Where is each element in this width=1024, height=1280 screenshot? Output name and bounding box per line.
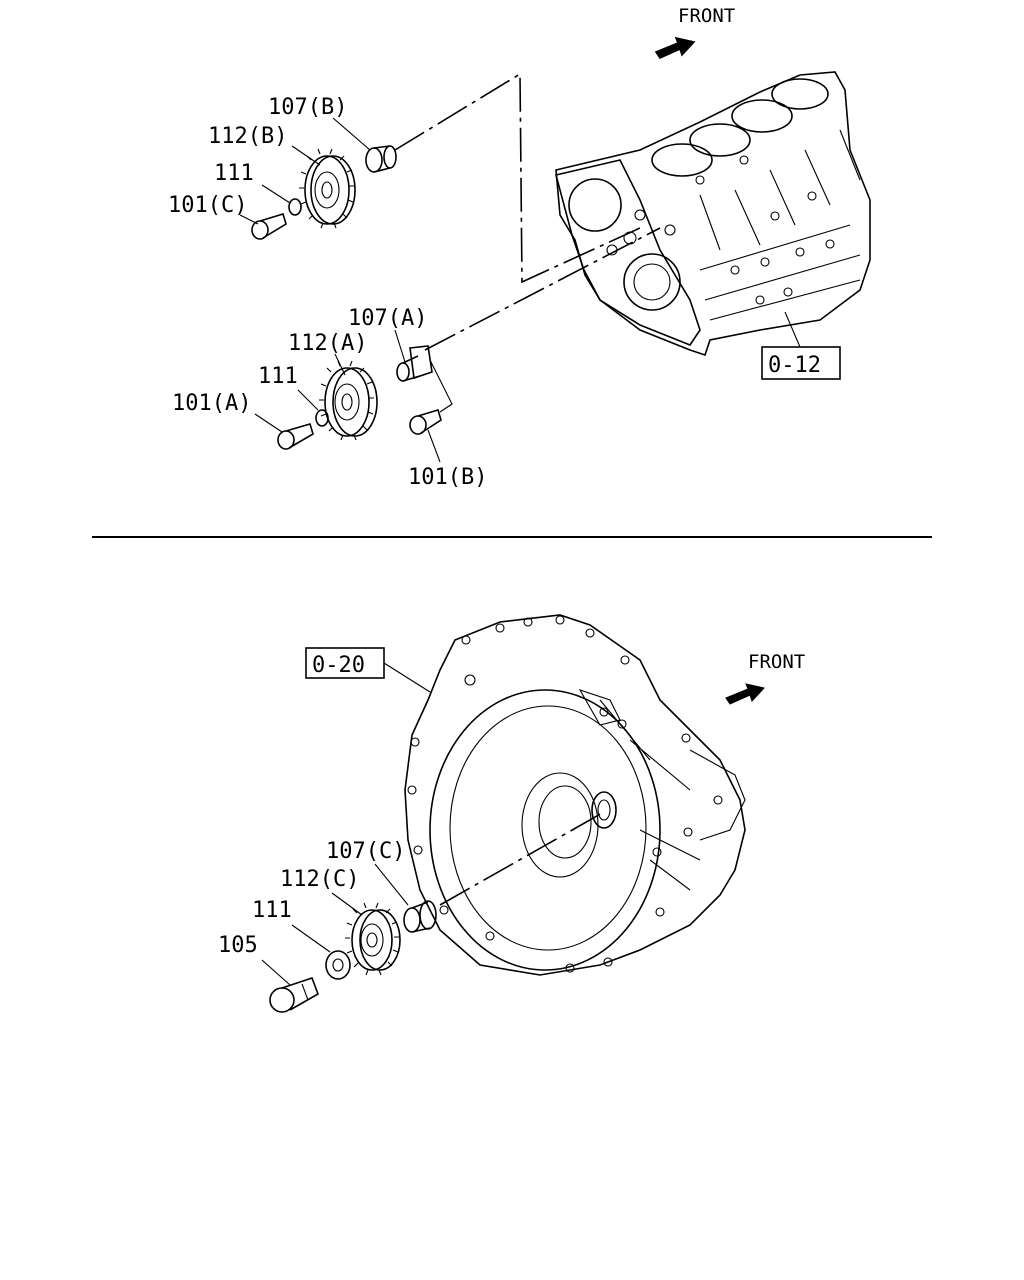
top-section: FRONT bbox=[168, 5, 871, 490]
leader-105 bbox=[261, 959, 291, 986]
front-arrow-top-icon bbox=[654, 36, 696, 60]
callout-105: 105 bbox=[218, 933, 258, 958]
leader-112a bbox=[334, 353, 346, 376]
leader-101b bbox=[427, 429, 441, 463]
front-arrow-bottom-icon bbox=[725, 683, 765, 705]
washer-111-mid bbox=[315, 409, 329, 427]
callout-101c: 101(C) bbox=[168, 193, 247, 218]
assembly-line-a bbox=[424, 227, 661, 351]
assembly-line-b bbox=[394, 72, 641, 284]
leader-0-20 bbox=[383, 662, 431, 693]
leader-107c bbox=[374, 863, 409, 906]
callout-107b: 107(B) bbox=[268, 95, 347, 120]
callout-101b: 101(B) bbox=[408, 465, 487, 490]
ref-box-0-20-label: 0-20 bbox=[312, 653, 365, 678]
leader-0-12 bbox=[784, 311, 801, 348]
shaft-107a bbox=[396, 345, 433, 382]
leader-101a bbox=[254, 413, 283, 433]
callout-111-bottom: 111 bbox=[252, 898, 292, 923]
shaft-107c bbox=[403, 900, 437, 933]
leader-112c bbox=[331, 892, 363, 916]
ref-box-0-12 bbox=[761, 346, 841, 380]
bolt-101c bbox=[251, 213, 287, 240]
leader-107a bbox=[394, 329, 406, 363]
gear-112a bbox=[319, 360, 378, 441]
callout-107c: 107(C) bbox=[326, 839, 405, 864]
leader-111-bottom bbox=[291, 924, 331, 953]
callout-112a: 112(A) bbox=[288, 331, 367, 356]
flywheel-housing bbox=[404, 614, 746, 976]
leader-101c bbox=[239, 214, 259, 225]
bolt-101b bbox=[409, 409, 442, 435]
callout-112b: 112(B) bbox=[208, 124, 287, 149]
leader-111-top bbox=[261, 184, 291, 204]
washer-111-bottom bbox=[325, 950, 351, 980]
ref-box-0-12-label: 0-12 bbox=[768, 353, 821, 378]
front-label-bottom: FRONT bbox=[748, 651, 805, 673]
callout-101a: 101(A) bbox=[172, 391, 251, 416]
callout-112c: 112(C) bbox=[280, 867, 359, 892]
callout-111-top: 111 bbox=[214, 161, 254, 186]
bottom-section: FRONT 0-20 bbox=[218, 614, 805, 1013]
callout-111-mid: 111 bbox=[258, 364, 298, 389]
leader-101b-link bbox=[429, 359, 453, 413]
leader-111-mid bbox=[297, 389, 319, 411]
leader-107b bbox=[332, 117, 371, 151]
washer-111-top bbox=[288, 198, 302, 216]
gear-112c bbox=[345, 902, 401, 976]
gear-112b bbox=[299, 148, 356, 229]
bolt-101a bbox=[277, 423, 314, 450]
engine-block bbox=[555, 71, 871, 357]
leader-112b bbox=[291, 145, 321, 166]
front-label-top: FRONT bbox=[678, 5, 735, 27]
bolt-105 bbox=[269, 976, 319, 1013]
assembly-line-c bbox=[439, 811, 605, 906]
shaft-107b bbox=[365, 145, 397, 173]
callout-107a: 107(A) bbox=[348, 306, 427, 331]
